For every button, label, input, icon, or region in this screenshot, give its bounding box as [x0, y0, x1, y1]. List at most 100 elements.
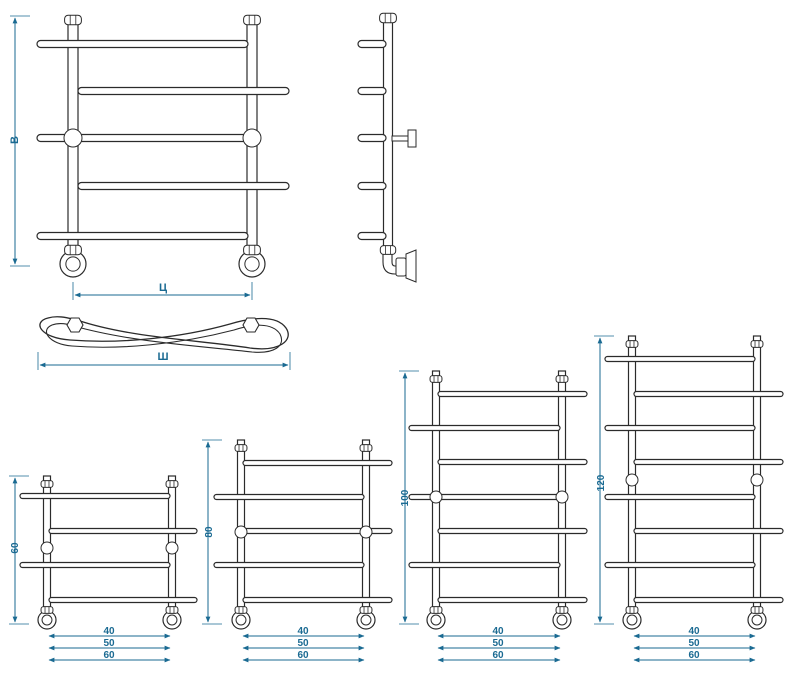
coupling-nut [64, 244, 82, 256]
bottom-loop-inner [166, 614, 178, 626]
bar-joint [359, 525, 373, 539]
coupling-nut [750, 340, 764, 348]
towel-bar [357, 231, 387, 241]
coupling-nut [625, 606, 639, 614]
towel-bar [19, 492, 171, 500]
variant-h100 [399, 370, 588, 663]
bar-joint [625, 473, 639, 487]
towel-bar [408, 424, 561, 432]
center-distance-dimension-label: Ц [159, 282, 167, 294]
towel-bar [633, 390, 784, 398]
towel-bar [604, 355, 756, 363]
coupling-nut [234, 606, 248, 614]
variant-width-label: 50 [297, 638, 309, 649]
bar-joint [429, 490, 443, 504]
coupling-nut [379, 12, 397, 24]
coupling-nut [625, 340, 639, 348]
coupling-nut [555, 375, 569, 383]
towel-bar [437, 527, 588, 535]
bottom-loop-inner [41, 614, 53, 626]
towel-bar [604, 493, 756, 501]
towel-bar [357, 133, 387, 143]
towel-bar [357, 39, 387, 49]
variant-height-label: 100 [400, 489, 411, 506]
variant-width-label: 40 [492, 626, 504, 637]
variant-height-label: 80 [204, 526, 215, 538]
variant-width-label: 60 [688, 650, 700, 661]
towel-bar [357, 181, 387, 191]
coupling-nut [165, 606, 179, 614]
variant-width-label: 50 [103, 638, 115, 649]
towel-bar [604, 424, 756, 432]
bottom-loop-inner [244, 256, 260, 272]
size-variants [9, 335, 784, 663]
variant-h80 [202, 439, 393, 663]
wall-bracket-arm [391, 135, 411, 142]
towel-bar [633, 527, 784, 535]
coupling-nut [359, 444, 373, 452]
towel-bar [48, 527, 198, 535]
coupling-nut [750, 606, 764, 614]
height-dimension-label: В [9, 136, 21, 144]
variant-h120 [594, 335, 784, 663]
towel-bar [48, 596, 198, 604]
bar-joint [234, 525, 248, 539]
towel-bar [408, 561, 561, 569]
towel-bar [77, 181, 290, 191]
variant-width-label: 60 [492, 650, 504, 661]
towel-bar [437, 390, 588, 398]
connection-nut [395, 257, 407, 277]
towel-bar [213, 493, 365, 501]
hex-nut [66, 317, 84, 333]
bar-joint [165, 541, 179, 555]
bar-joint [242, 128, 262, 148]
variant-width-label: 50 [688, 638, 700, 649]
bottom-loop-inner [360, 614, 372, 626]
variant-h60 [9, 475, 198, 663]
coupling-nut [234, 444, 248, 452]
towel-bar [213, 561, 365, 569]
variant-width-label: 40 [688, 626, 700, 637]
towel-bar [36, 39, 249, 49]
towel-bar [633, 458, 784, 466]
bar-joint [750, 473, 764, 487]
variant-width-label: 40 [103, 626, 115, 637]
bottom-loop-inner [751, 614, 763, 626]
coupling-nut [379, 245, 397, 255]
side-view [357, 12, 417, 283]
variant-width-label: 40 [297, 626, 309, 637]
towel-bar [437, 458, 588, 466]
coupling-nut [64, 14, 82, 26]
coupling-nut [429, 375, 443, 383]
coupling-nut [243, 14, 261, 26]
towel-bar [357, 86, 387, 96]
wall-bracket-plate [407, 129, 417, 148]
variant-height-label: 120 [596, 474, 607, 491]
bar-joint [555, 490, 569, 504]
top-loop-outer [39, 316, 289, 350]
coupling-nut [555, 606, 569, 614]
variant-width-label: 50 [492, 638, 504, 649]
coupling-nut [243, 244, 261, 256]
bottom-loop-inner [430, 614, 442, 626]
towel-bar [633, 596, 784, 604]
coupling-nut [429, 606, 443, 614]
variant-width-label: 60 [297, 650, 309, 661]
variant-height-label: 60 [10, 542, 21, 554]
coupling-nut [40, 606, 54, 614]
bar-joint [40, 541, 54, 555]
wall-flange [405, 249, 417, 283]
towel-bar [604, 561, 756, 569]
bottom-loop-inner [235, 614, 247, 626]
top-view [37, 316, 291, 370]
towel-bar [242, 596, 393, 604]
coupling-nut [165, 480, 179, 488]
variant-width-label: 60 [103, 650, 115, 661]
width-dimension-label: Ш [157, 351, 168, 363]
coupling-nut [359, 606, 373, 614]
towel-bar [437, 596, 588, 604]
front-view [10, 14, 290, 300]
hex-nut [242, 317, 260, 333]
